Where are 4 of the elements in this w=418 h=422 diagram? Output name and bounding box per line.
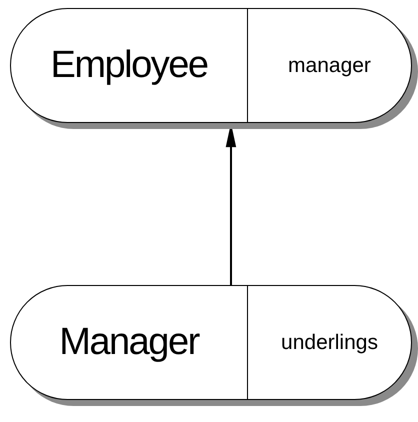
attribute-label: underlings (281, 330, 378, 354)
attribute-label: manager (288, 54, 371, 78)
class-name: Employee (50, 44, 208, 87)
class-name: Manager (59, 321, 199, 364)
